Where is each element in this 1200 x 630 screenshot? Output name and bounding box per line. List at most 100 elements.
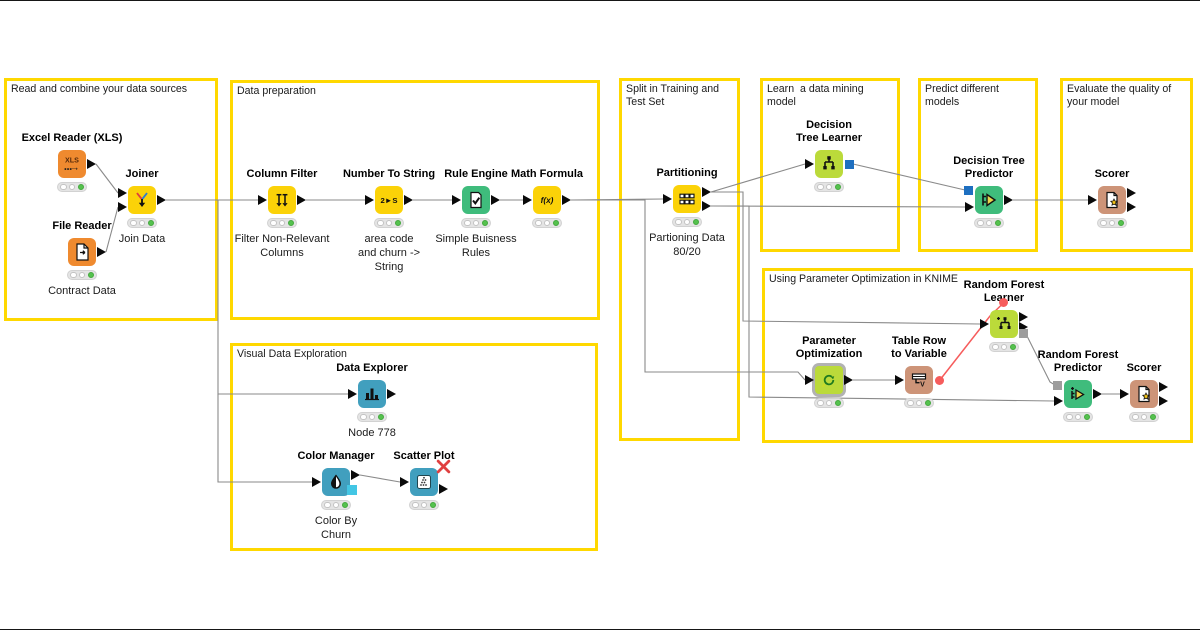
- input-port[interactable]: [523, 195, 532, 205]
- output-port[interactable]: [87, 159, 96, 169]
- connection-partitioning-to-dt-learner[interactable]: [710, 163, 806, 193]
- input-port[interactable]: [118, 202, 127, 212]
- output-port[interactable]: [844, 375, 853, 385]
- status-dot-green: [481, 219, 488, 227]
- connection-file-reader-to-joiner[interactable]: [105, 206, 119, 253]
- output-port[interactable]: [1019, 322, 1028, 332]
- input-port[interactable]: [365, 195, 374, 205]
- input-port[interactable]: [1054, 396, 1063, 406]
- output-port[interactable]: [1159, 382, 1168, 392]
- node-body[interactable]: [128, 186, 156, 214]
- node-body[interactable]: XLS→: [58, 150, 86, 178]
- node-scatter-plot[interactable]: Scatter Plot: [393, 450, 455, 510]
- connection-color-manager-to-scatter-plot[interactable]: [359, 474, 401, 483]
- node-body[interactable]: [815, 150, 843, 178]
- node-body[interactable]: [673, 185, 701, 213]
- node-dt-learner[interactable]: Decision Tree Learner: [796, 119, 862, 192]
- node-body[interactable]: [990, 310, 1018, 338]
- input-port[interactable]: [400, 477, 409, 487]
- output-port[interactable]: [1004, 195, 1013, 205]
- node-body[interactable]: [1064, 380, 1092, 408]
- input-port[interactable]: [965, 202, 974, 212]
- output-port[interactable]: [491, 195, 500, 205]
- node-body[interactable]: [322, 468, 350, 496]
- connection-partitioning-to-rf-predictor[interactable]: [711, 205, 1055, 402]
- connection-math-formula-to-param-optimization[interactable]: [571, 199, 806, 381]
- connection-excel-reader-to-joiner[interactable]: [95, 163, 119, 194]
- node-body[interactable]: [1130, 380, 1158, 408]
- connection-joiner-to-color-manager[interactable]: [217, 394, 312, 483]
- output-port[interactable]: [1159, 396, 1168, 406]
- output-port[interactable]: [1127, 188, 1136, 198]
- input-port[interactable]: [258, 195, 267, 205]
- output-port[interactable]: [1019, 312, 1028, 322]
- connection-dt-learner-to-dt-predictor[interactable]: [852, 163, 966, 191]
- input-port[interactable]: [118, 188, 127, 198]
- flow-variable-port[interactable]: [999, 298, 1008, 307]
- node-dt-predictor[interactable]: Decision Tree Predictor: [953, 155, 1025, 228]
- node-excel-reader[interactable]: Excel Reader (XLS)XLS→: [22, 132, 122, 192]
- input-port[interactable]: [805, 375, 814, 385]
- output-port[interactable]: [351, 470, 360, 480]
- output-port[interactable]: [404, 195, 413, 205]
- input-port[interactable]: [348, 389, 357, 399]
- model-port-blue[interactable]: [964, 186, 973, 195]
- output-port[interactable]: [297, 195, 306, 205]
- input-port[interactable]: [895, 375, 904, 385]
- input-port[interactable]: [980, 319, 989, 329]
- annotation-visual[interactable]: Visual Data Exploration: [230, 343, 598, 551]
- node-body[interactable]: [68, 238, 96, 266]
- node-rf-predictor[interactable]: Random Forest Predictor: [1038, 349, 1118, 422]
- output-port[interactable]: [702, 187, 711, 197]
- node-body[interactable]: [268, 186, 296, 214]
- flow-variable-port[interactable]: [935, 376, 944, 385]
- model-port-blue[interactable]: [845, 160, 854, 169]
- node-scorer-top[interactable]: Scorer: [1088, 168, 1136, 228]
- node-param-optimization[interactable]: Parameter Optimization: [796, 335, 862, 408]
- connection-partitioning-to-rf-learner[interactable]: [711, 191, 981, 325]
- annotation-learn[interactable]: Learn a data mining model: [760, 78, 900, 252]
- node-body[interactable]: [462, 186, 490, 214]
- input-port[interactable]: [1120, 389, 1129, 399]
- input-port[interactable]: [805, 159, 814, 169]
- node-body[interactable]: 2►S: [375, 186, 403, 214]
- output-port[interactable]: [387, 389, 396, 399]
- output-port[interactable]: [1093, 389, 1102, 399]
- output-port[interactable]: [157, 195, 166, 205]
- node-body[interactable]: [358, 380, 386, 408]
- output-port[interactable]: [439, 484, 448, 494]
- connection-joiner-to-data-explorer[interactable]: [166, 199, 348, 395]
- node-body[interactable]: f(x): [533, 186, 561, 214]
- input-port[interactable]: [312, 477, 321, 487]
- node-body[interactable]: [975, 186, 1003, 214]
- input-port[interactable]: [663, 194, 672, 204]
- node-body[interactable]: [815, 366, 843, 394]
- output-port[interactable]: [702, 201, 711, 211]
- input-port[interactable]: [452, 195, 461, 205]
- annotation-param-opt-box[interactable]: Using Parameter Optimization in KNIME: [762, 268, 1193, 443]
- connection-partitioning-to-dt-predictor[interactable]: [710, 205, 966, 208]
- node-body[interactable]: [410, 468, 438, 496]
- input-port[interactable]: [1088, 195, 1097, 205]
- node-rf-learner[interactable]: Random Forest Learner: [964, 279, 1044, 352]
- model-port-gray[interactable]: [1053, 381, 1062, 390]
- annotation-split[interactable]: Split in Training and Test Set: [619, 78, 740, 441]
- color-port-cyan[interactable]: [347, 485, 357, 495]
- node-body[interactable]: V: [905, 366, 933, 394]
- node-scorer-bottom[interactable]: Scorer: [1120, 362, 1168, 422]
- node-body[interactable]: [1098, 186, 1126, 214]
- output-port[interactable]: [97, 247, 106, 257]
- output-port[interactable]: [562, 195, 571, 205]
- model-port-gray[interactable]: [1019, 329, 1028, 338]
- output-port[interactable]: [1127, 202, 1136, 212]
